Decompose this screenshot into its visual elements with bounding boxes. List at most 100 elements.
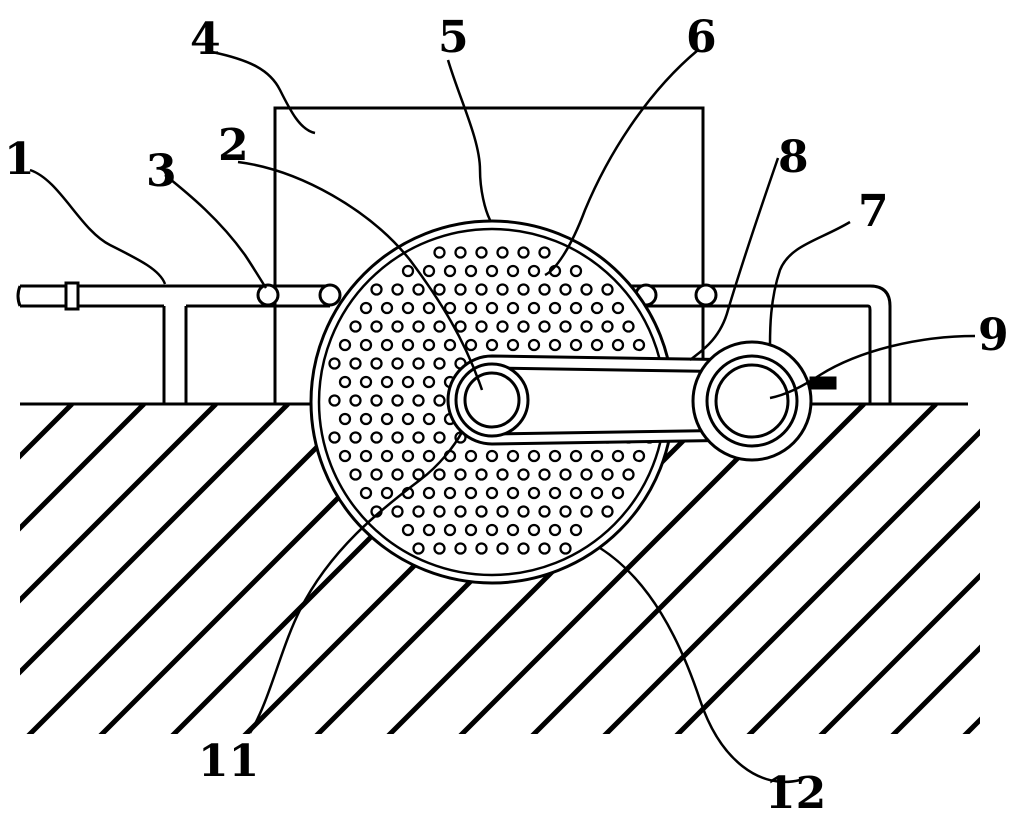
drum-hole <box>485 264 499 278</box>
drum-hole <box>496 246 509 259</box>
drum-hole <box>328 394 341 407</box>
drum-hole <box>412 320 425 333</box>
drum-hole <box>506 264 520 278</box>
drum-hole <box>454 246 467 259</box>
drum-hole <box>359 301 373 315</box>
drum-hole <box>338 338 352 352</box>
drum-hole <box>517 246 530 259</box>
drum-hole <box>559 542 572 555</box>
hatch-line <box>458 404 794 734</box>
drum-hole <box>590 338 604 352</box>
drum-hole <box>401 338 415 352</box>
label-1: 1 <box>4 134 35 185</box>
drum-hole <box>485 523 499 537</box>
drum-hole <box>391 505 404 518</box>
part-labels: 1 2 3 4 5 6 7 8 9 11 12 <box>4 12 1009 818</box>
label-11: 11 <box>198 736 259 787</box>
drum-hole <box>391 431 404 444</box>
drum-hole <box>433 431 446 444</box>
drum-hole <box>527 264 541 278</box>
drum-hole <box>464 486 478 500</box>
drum-hole <box>517 320 530 333</box>
label-2: 2 <box>218 120 249 171</box>
drum-hole <box>464 449 478 463</box>
drum-hole <box>538 246 551 259</box>
drum-hole <box>496 505 509 518</box>
drum-hole <box>391 357 404 370</box>
hatch-line <box>20 404 218 604</box>
drum-hole <box>475 283 488 296</box>
drum-hole <box>443 338 457 352</box>
hatch-line <box>20 404 290 676</box>
drum-hole <box>422 301 436 315</box>
drum-hole <box>401 301 415 315</box>
drum-hole <box>569 523 583 537</box>
drum-hole <box>538 505 551 518</box>
drum-hole <box>496 468 509 481</box>
drum-hole <box>475 246 488 259</box>
drum-hole <box>506 301 520 315</box>
drum-hole <box>370 394 383 407</box>
drum-hole <box>527 301 541 315</box>
drum-hole <box>601 505 614 518</box>
drum-hole <box>559 468 572 481</box>
drum-hole <box>349 394 362 407</box>
drum-hole <box>433 357 446 370</box>
drum-hole <box>391 468 404 481</box>
drum-hole <box>485 486 499 500</box>
label-6: 6 <box>686 12 717 63</box>
drum-hole <box>569 338 583 352</box>
drum-hole <box>611 338 625 352</box>
drum-hole <box>496 283 509 296</box>
drum-hole <box>401 264 415 278</box>
drum-hole <box>485 301 499 315</box>
drum-hole <box>632 449 646 463</box>
drum-hole <box>601 468 614 481</box>
drum-hole <box>622 468 635 481</box>
drum-hole <box>601 320 614 333</box>
drum-hole <box>506 486 520 500</box>
drum-hole <box>380 449 394 463</box>
drum-hole <box>569 486 583 500</box>
drum-hole <box>454 505 467 518</box>
drum-hole <box>611 301 625 315</box>
drum-hole <box>380 375 394 389</box>
drum-hole <box>370 357 383 370</box>
drum-hole <box>527 338 541 352</box>
drum-hole <box>338 375 352 389</box>
drum-hole <box>454 320 467 333</box>
drum-hole <box>338 449 352 463</box>
drum-hole <box>370 431 383 444</box>
drum-hole <box>454 468 467 481</box>
drum-hole <box>548 338 562 352</box>
drum-hole <box>412 394 425 407</box>
drum-hole <box>433 505 446 518</box>
drum-hole <box>380 486 394 500</box>
drum-hole <box>401 449 415 463</box>
drum-hole <box>391 320 404 333</box>
drum-hole <box>401 412 415 426</box>
drum-hole <box>391 283 404 296</box>
drum-hole <box>475 542 488 555</box>
drum-hole <box>485 338 499 352</box>
drum-hole <box>569 449 583 463</box>
drum-hole <box>580 320 593 333</box>
drum-hole <box>464 523 478 537</box>
drum-hole <box>422 412 436 426</box>
hatch-line <box>818 572 980 734</box>
hatch-line <box>890 644 980 734</box>
drum-hole <box>569 301 583 315</box>
drum-hole <box>422 264 436 278</box>
drum-hole <box>601 283 614 296</box>
drum-hole <box>517 542 530 555</box>
drum-hole <box>422 375 436 389</box>
leader-lines <box>29 49 976 784</box>
drum-hole <box>359 412 373 426</box>
drum-hole <box>433 283 446 296</box>
hatch-line <box>602 404 938 734</box>
hatch-line <box>20 404 74 460</box>
ground-hatching <box>20 404 980 734</box>
drum-hole <box>443 523 457 537</box>
drum-hole <box>538 468 551 481</box>
drum-hole <box>401 375 415 389</box>
